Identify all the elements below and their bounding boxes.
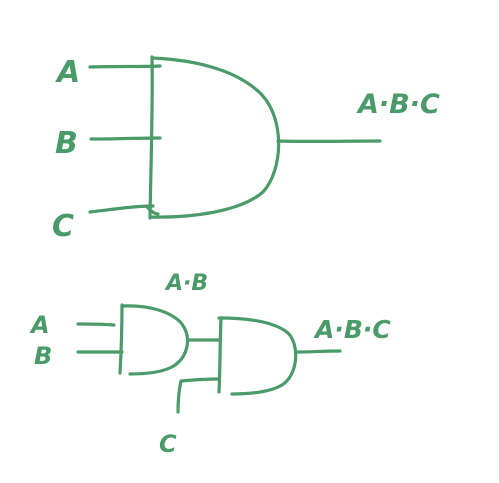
wire-input-a <box>88 64 162 69</box>
label-output: A·B·C <box>356 89 440 120</box>
wire-input-c <box>88 204 160 216</box>
label-input-b: B <box>34 342 52 370</box>
second-and-gate <box>217 316 298 396</box>
wire-input-c <box>176 377 221 414</box>
label-input-a: A <box>55 55 80 90</box>
wire-output <box>296 349 342 354</box>
wire-input-b <box>89 136 162 141</box>
wire-input-a <box>76 322 116 327</box>
three-input-and-gate-circuit: A B C A·B·C <box>52 55 440 244</box>
label-input-c: C <box>52 209 74 244</box>
label-output: A·B·C <box>313 315 391 344</box>
label-input-c: C <box>159 430 177 458</box>
first-and-gate <box>118 303 190 376</box>
label-intermediate: A·B <box>164 271 208 296</box>
three-input-and-gate <box>148 55 281 220</box>
label-input-b: B <box>55 126 78 161</box>
label-input-a: A <box>29 311 50 339</box>
cascaded-and-gates-circuit: A B C A·B A·B·C <box>29 271 391 458</box>
